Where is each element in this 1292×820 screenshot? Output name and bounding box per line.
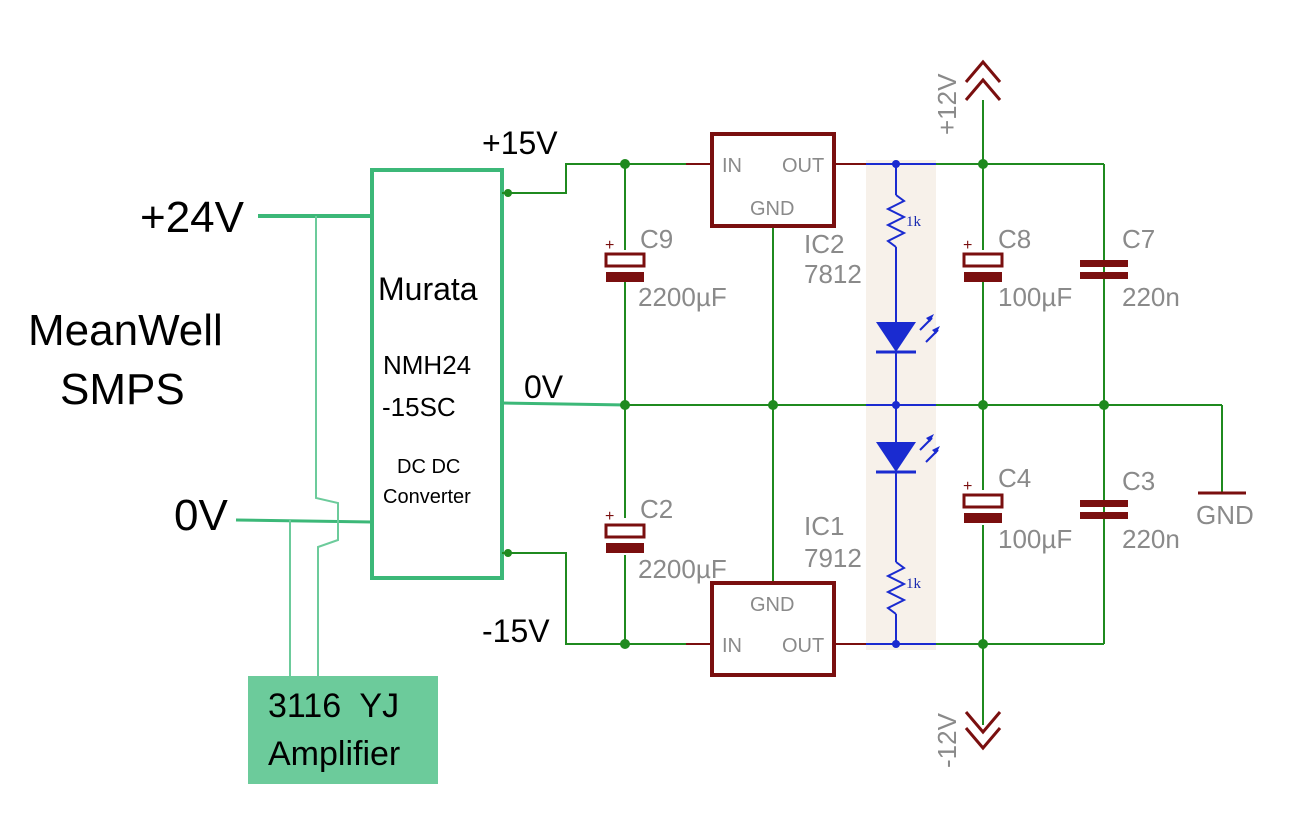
c8-plus: +	[963, 237, 972, 254]
rail-pos12-label: +12V	[932, 73, 962, 135]
c9-plus: +	[605, 237, 614, 254]
input-wires	[235, 214, 373, 676]
dc-dc-converter-box	[370, 168, 504, 580]
neg12-arrow	[964, 711, 1002, 751]
c7-value: 220n	[1122, 282, 1180, 312]
resistor-top-label: 1k	[906, 214, 922, 230]
led-string	[866, 163, 936, 645]
c4-value: 100µF	[998, 524, 1072, 554]
capacitor-c8	[962, 252, 1004, 282]
converter-output-wires	[501, 163, 712, 645]
capacitor-c7	[1080, 260, 1128, 279]
converter-desc-line2: Converter	[383, 486, 471, 508]
converter-part-line1: NMH24	[383, 350, 471, 380]
led-top	[876, 314, 940, 354]
node	[504, 189, 512, 197]
c9-value: 2200µF	[638, 282, 727, 312]
c9-name: C9	[640, 224, 673, 254]
c7-name: C7	[1122, 224, 1155, 254]
converter-part-line2: -15SC	[382, 392, 456, 422]
ic1-part: 7912	[804, 543, 862, 573]
input-zero-label: 0V	[174, 491, 228, 540]
c2-name: C2	[640, 494, 673, 524]
c2-plus: +	[605, 508, 614, 525]
capacitor-c3	[1080, 500, 1128, 519]
ic2-out-label: OUT	[782, 155, 824, 177]
input-pos24-label: +24V	[140, 193, 245, 242]
regulator-ic2	[710, 132, 836, 228]
capacitor-c9	[604, 252, 646, 282]
node	[504, 549, 512, 557]
ic2-in-label: IN	[722, 155, 742, 177]
smps-name-line2: SMPS	[60, 365, 185, 414]
ic2-part: 7812	[804, 259, 862, 289]
node	[892, 401, 900, 409]
c8-value: 100µF	[998, 282, 1072, 312]
node	[892, 640, 900, 648]
c2-value: 2200µF	[638, 554, 727, 584]
smps-name-line1: MeanWell	[28, 306, 223, 355]
rail-pos15-label: +15V	[482, 125, 558, 161]
c4-plus: +	[963, 478, 972, 495]
junction-nodes	[620, 159, 1109, 649]
rail-neg12-label: -12V	[932, 712, 962, 768]
resistor-bottom-label: 1k	[906, 576, 922, 592]
c3-value: 220n	[1122, 524, 1180, 554]
amplifier-box	[248, 676, 438, 784]
ic2-name: IC2	[804, 229, 844, 259]
capacitor-c4	[962, 493, 1004, 523]
led-bottom	[876, 434, 940, 474]
amplifier-line1: 3116 YJ	[268, 687, 399, 725]
c4-name: C4	[998, 463, 1031, 493]
capacitor-c2	[604, 523, 646, 553]
ic2-gnd-label: GND	[750, 198, 794, 220]
converter-desc-line1: DC DC	[397, 456, 460, 478]
pos12-arrow	[964, 59, 1002, 101]
converter-brand: Murata	[378, 271, 478, 307]
rail-zero-label: 0V	[524, 369, 564, 405]
rail-neg15-label: -15V	[482, 613, 550, 649]
ic1-gnd-label: GND	[750, 594, 794, 616]
amplifier-line2: Amplifier	[268, 735, 400, 773]
ic1-in-label: IN	[722, 635, 742, 657]
node	[892, 160, 900, 168]
c8-name: C8	[998, 224, 1031, 254]
ic1-name: IC1	[804, 511, 844, 541]
c3-name: C3	[1122, 466, 1155, 496]
regulator-ic1	[710, 581, 836, 677]
gnd-label: GND	[1196, 500, 1254, 530]
ic1-out-label: OUT	[782, 635, 824, 657]
